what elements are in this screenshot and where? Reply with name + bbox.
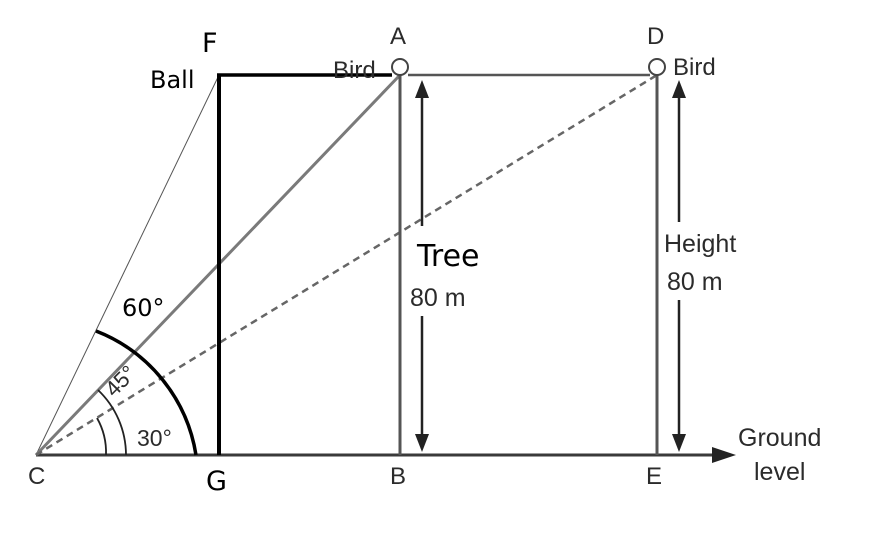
point-label-B: B	[390, 463, 406, 490]
point-label-C: C	[28, 463, 45, 490]
height-arrow-top	[672, 80, 686, 98]
height-value-label: 80 m	[667, 268, 723, 296]
line-CD-dashed	[35, 73, 658, 457]
angle-60-label: 60°	[122, 294, 165, 322]
point-label-F: F	[202, 28, 218, 59]
line-CF	[35, 74, 220, 456]
tree-arrow-top	[415, 80, 429, 98]
ground-label-line2: level	[754, 458, 805, 486]
tree-label-gap	[413, 226, 431, 316]
height-label: Height	[664, 230, 736, 258]
tree-height-label: 80 m	[410, 284, 466, 312]
arc-45	[97, 389, 127, 456]
bird-label-right: Bird	[673, 54, 716, 81]
bird-A-marker	[391, 58, 409, 76]
point-label-D: D	[647, 23, 664, 50]
arc-60	[95, 329, 198, 456]
tree-arrow-bottom	[415, 434, 429, 452]
ground-label-line1: Ground	[738, 424, 821, 452]
ground-arrowhead	[712, 447, 736, 463]
angle-30-label: 30°	[137, 425, 172, 451]
tree-label: Tree	[416, 239, 480, 274]
bird-D-marker	[648, 58, 666, 76]
angle-45-label: 45°	[100, 360, 141, 401]
height-arrow-bottom	[672, 434, 686, 452]
point-label-G: G	[206, 466, 227, 497]
ball-label: Ball	[150, 66, 195, 94]
point-label-A: A	[390, 23, 406, 50]
arc-30	[96, 417, 107, 456]
point-label-E: E	[646, 463, 662, 490]
bird-label-left: Bird	[333, 57, 376, 84]
height-label-gap	[668, 222, 690, 300]
